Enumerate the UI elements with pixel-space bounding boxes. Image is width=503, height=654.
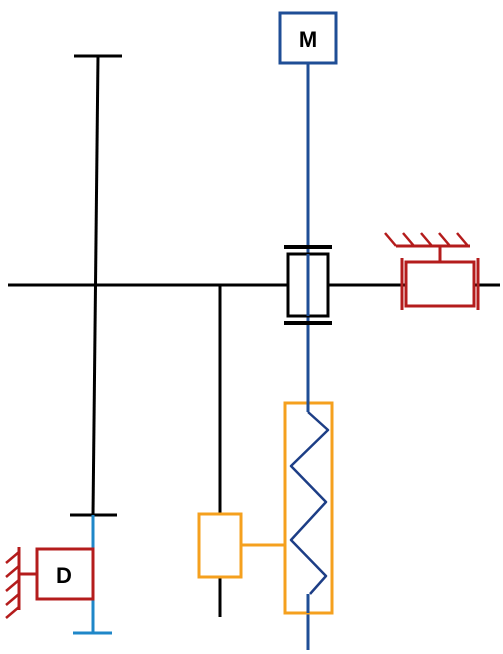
wall-hatch-5 bbox=[5, 606, 20, 619]
ground-hatch-4 bbox=[438, 232, 451, 247]
wall-hatch-4 bbox=[5, 593, 20, 606]
motor-label: M bbox=[299, 27, 317, 52]
wall-hatch-3 bbox=[5, 579, 20, 592]
ground-hatch-5 bbox=[456, 232, 469, 247]
damper-box bbox=[35, 547, 95, 601]
fixed-support-housing bbox=[404, 260, 476, 308]
wall-hatch-1 bbox=[5, 551, 20, 564]
ground-hatch-2 bbox=[402, 232, 415, 247]
ground-hatch-1 bbox=[384, 232, 397, 247]
wall-hatch-2 bbox=[5, 565, 20, 578]
damper-label: D bbox=[56, 563, 72, 588]
motor-box bbox=[278, 11, 338, 65]
spring-coil bbox=[289, 411, 330, 595]
orange-block bbox=[197, 512, 243, 579]
ground-hatch-3 bbox=[420, 232, 433, 247]
